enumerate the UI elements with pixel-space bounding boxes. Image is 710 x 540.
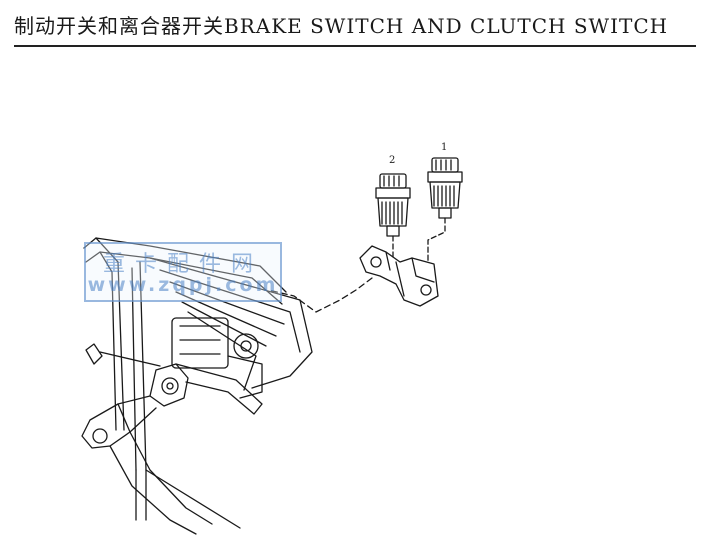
watermark-line-1: 重卡配件网 [102,252,263,277]
switch-bracket [359,245,439,307]
title-underline [14,45,696,47]
part-number-callout-2: 2 [389,155,396,166]
brake-switch [375,173,411,259]
pedal-assembly [81,237,313,535]
watermark-line-2: www.zqpj.com [87,274,279,296]
page-title: 制动开关和离合器开关BRAKE SWITCH AND CLUTCH SWITCH [14,14,669,38]
part-number-callout-1: 1 [441,142,448,153]
watermark-stamp: 重卡配件网 www.zqpj.com [84,242,282,302]
clutch-switch [427,157,463,263]
assembly-leader-line [267,277,373,313]
